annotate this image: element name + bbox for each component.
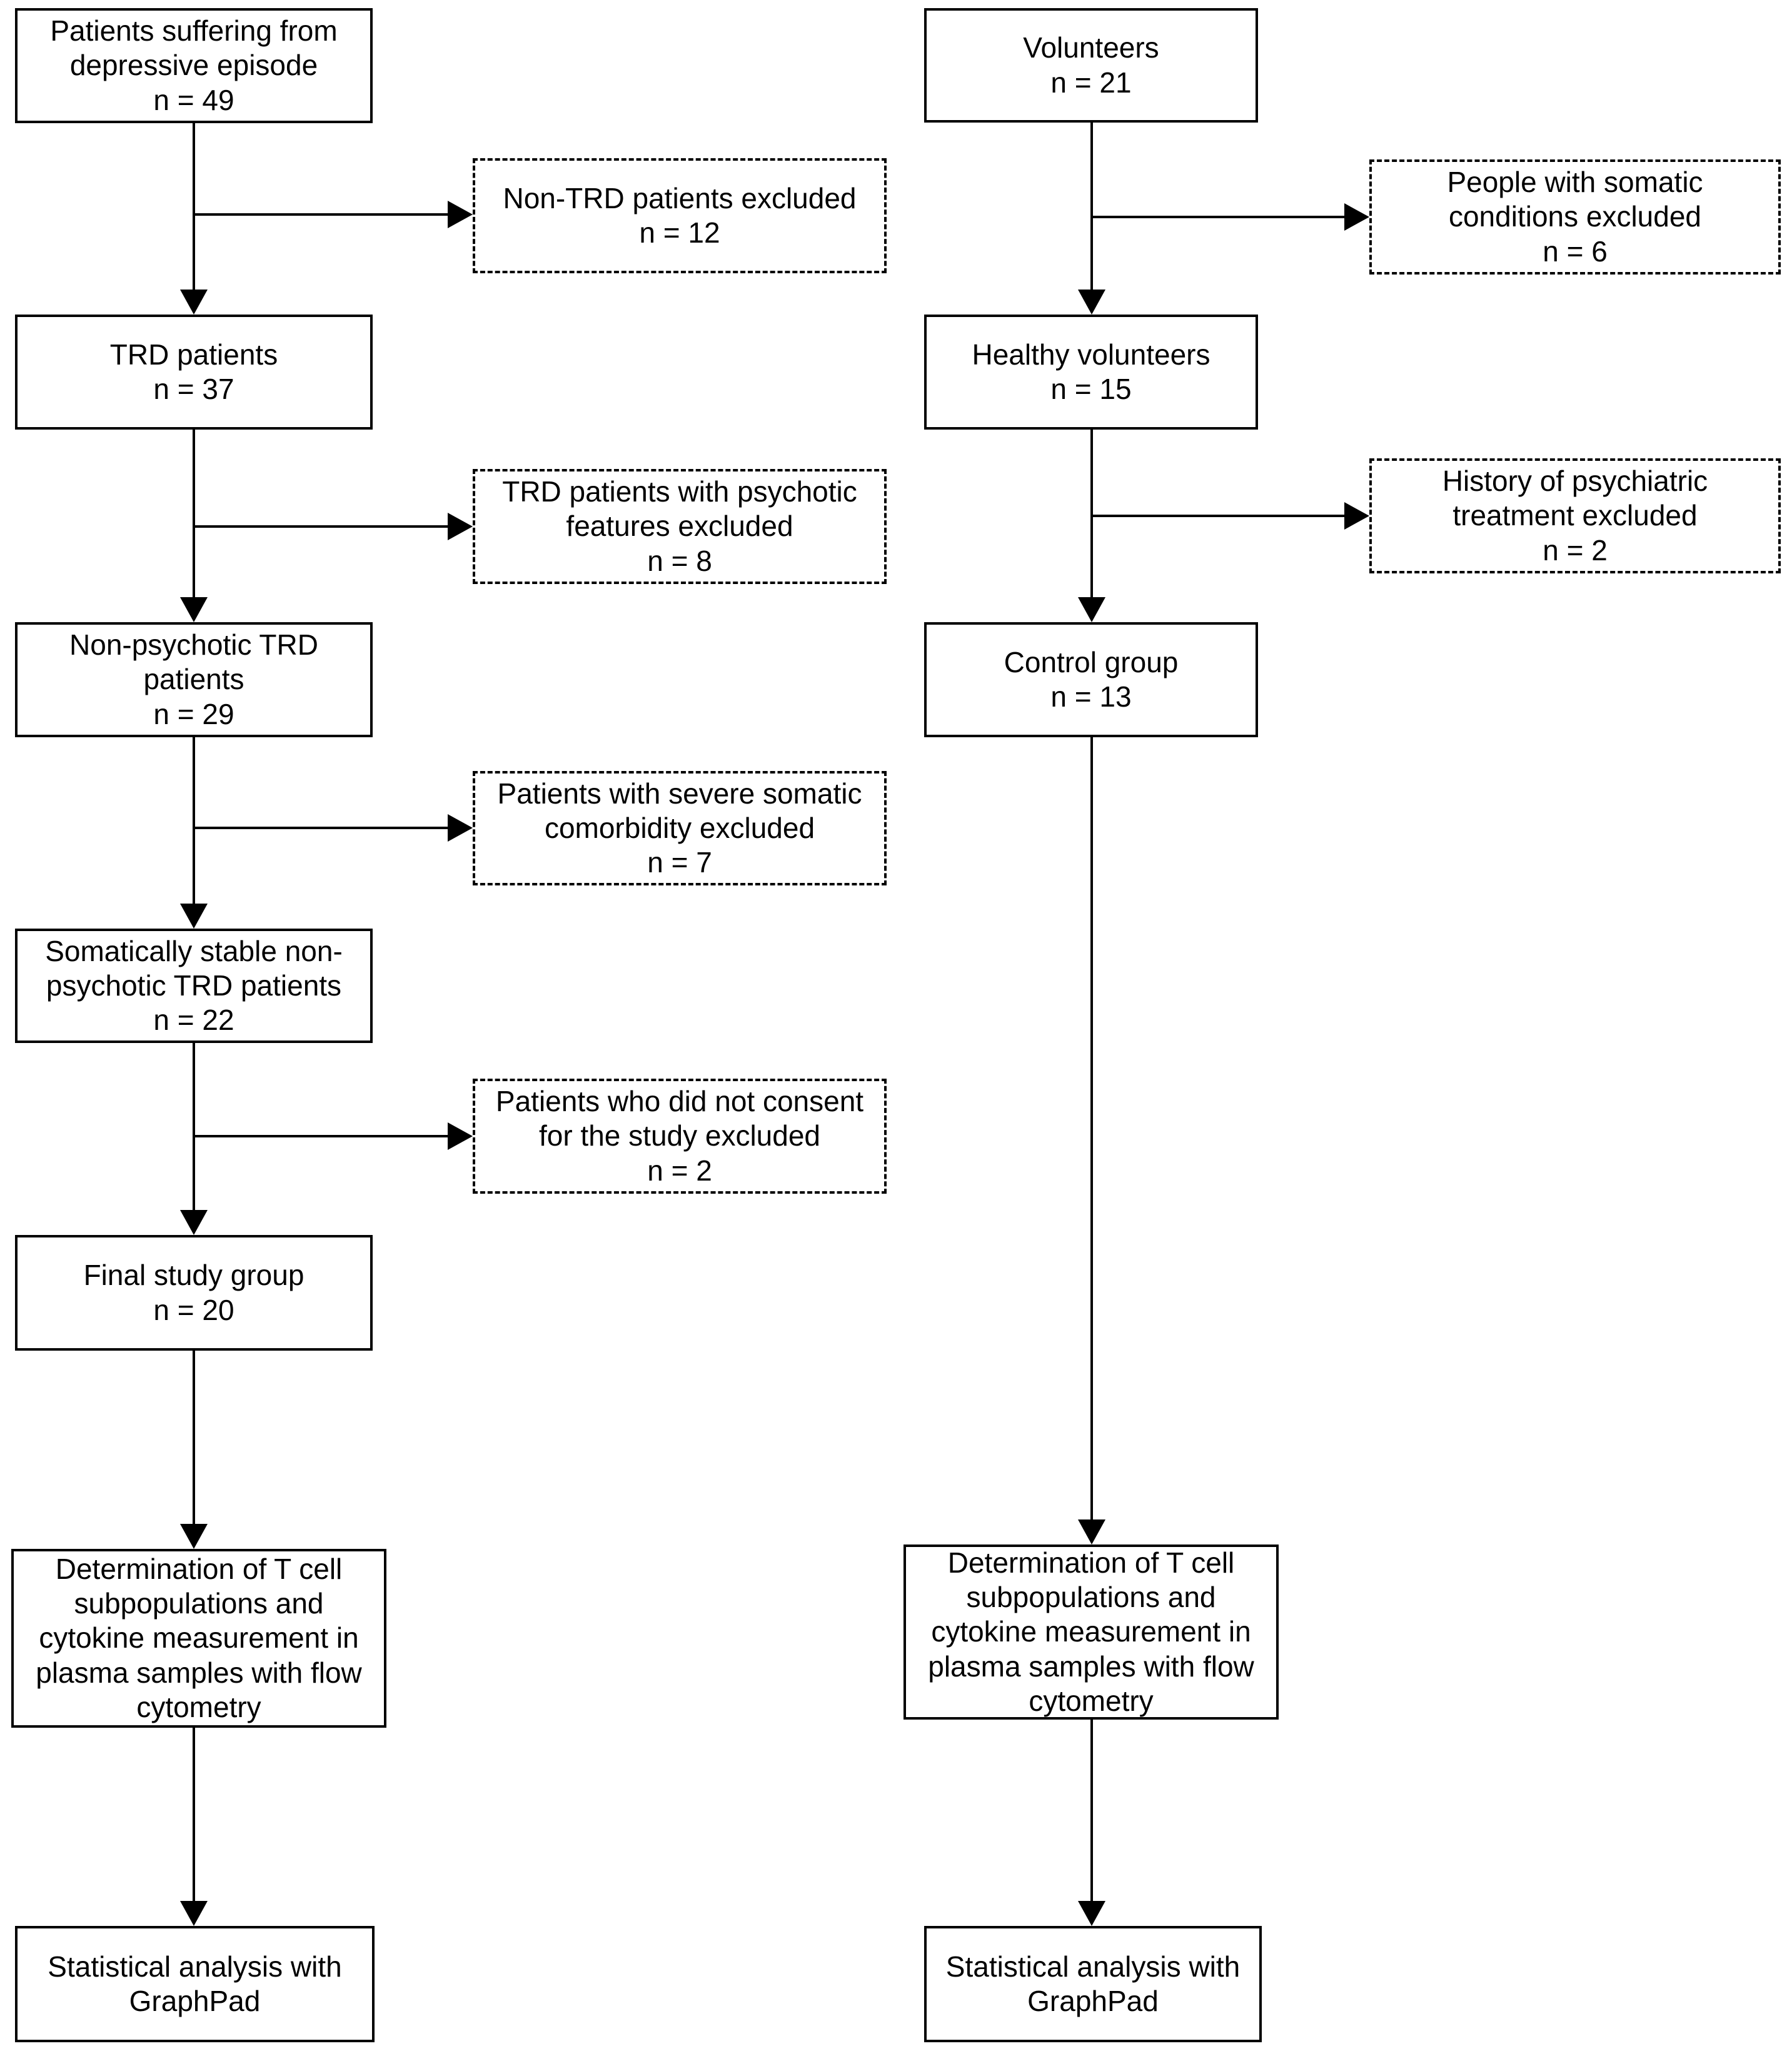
arrowhead-right-icon bbox=[448, 1122, 473, 1150]
connector-determination-to-statistics-right bbox=[1090, 1720, 1093, 1903]
arrowhead-down-icon bbox=[180, 1524, 208, 1549]
arrowhead-right-icon bbox=[448, 814, 473, 842]
arrowhead-down-icon bbox=[180, 597, 208, 622]
box-healthy-volunteers: Healthy volunteers n = 15 bbox=[924, 315, 1258, 430]
box-excluded-psychotic-label: TRD patients with psychotic features exc… bbox=[502, 475, 857, 577]
box-volunteers-label: Volunteers n = 21 bbox=[1023, 31, 1159, 99]
connector-non-psychotic-to-stable bbox=[193, 737, 195, 906]
arrowhead-down-icon bbox=[180, 904, 208, 929]
box-excluded-somatic-conditions: People with somatic conditions excluded … bbox=[1369, 159, 1781, 275]
box-determination-left: Determination of T cell subpopulations a… bbox=[11, 1549, 386, 1728]
box-excluded-somatic-conditions-label: People with somatic conditions excluded … bbox=[1447, 166, 1703, 268]
connector-stable-to-final bbox=[193, 1043, 195, 1212]
box-trd-patients: TRD patients n = 37 bbox=[15, 315, 373, 430]
arrowhead-down-icon bbox=[180, 1901, 208, 1926]
connector-final-to-determination bbox=[193, 1351, 195, 1526]
arrowhead-down-icon bbox=[180, 1210, 208, 1235]
box-excluded-no-consent-label: Patients who did not consent for the stu… bbox=[495, 1085, 864, 1187]
box-non-psychotic-trd-label: Non-psychotic TRD patients n = 29 bbox=[69, 628, 318, 730]
branch-non-trd-excluded bbox=[194, 213, 448, 216]
branch-somatic-comorbidity-excluded bbox=[194, 827, 448, 829]
box-non-psychotic-trd: Non-psychotic TRD patients n = 29 bbox=[15, 622, 373, 737]
branch-no-consent-excluded bbox=[194, 1135, 448, 1137]
arrowhead-right-icon bbox=[1344, 203, 1369, 231]
connector-control-to-determination bbox=[1090, 737, 1093, 1522]
box-excluded-psychiatric-history-label: History of psychiatric treatment exclude… bbox=[1442, 465, 1708, 567]
box-patients-initial: Patients suffering from depressive episo… bbox=[15, 8, 373, 123]
box-excluded-psychiatric-history: History of psychiatric treatment exclude… bbox=[1369, 458, 1781, 573]
connector-determination-to-statistics-left bbox=[193, 1728, 195, 1903]
box-excluded-somatic-comorbidity-label: Patients with severe somatic comorbidity… bbox=[497, 777, 862, 879]
connector-volunteers-to-healthy bbox=[1090, 123, 1093, 292]
box-statistics-right: Statistical analysis with GraphPad bbox=[924, 1926, 1262, 2042]
box-trd-patients-label: TRD patients n = 37 bbox=[109, 338, 278, 405]
box-determination-left-label: Determination of T cell subpopulations a… bbox=[36, 1553, 362, 1723]
branch-psychiatric-history-excluded bbox=[1092, 515, 1344, 517]
arrowhead-down-icon bbox=[1078, 597, 1105, 622]
connector-initial-to-trd bbox=[193, 123, 195, 292]
box-patients-initial-label: Patients suffering from depressive episo… bbox=[50, 14, 338, 116]
box-healthy-volunteers-label: Healthy volunteers n = 15 bbox=[972, 338, 1211, 405]
branch-somatic-conditions-excluded bbox=[1092, 216, 1344, 218]
arrowhead-down-icon bbox=[1078, 1901, 1105, 1926]
box-final-study-group: Final study group n = 20 bbox=[15, 1235, 373, 1351]
arrowhead-down-icon bbox=[180, 290, 208, 315]
arrowhead-right-icon bbox=[448, 201, 473, 228]
box-statistics-left-label: Statistical analysis with GraphPad bbox=[48, 1950, 342, 2017]
box-statistics-left: Statistical analysis with GraphPad bbox=[15, 1926, 375, 2042]
box-excluded-somatic-comorbidity: Patients with severe somatic comorbidity… bbox=[473, 771, 887, 885]
connector-trd-to-non-psychotic bbox=[193, 430, 195, 600]
box-excluded-non-trd-label: Non-TRD patients excluded n = 12 bbox=[503, 181, 857, 249]
branch-psychotic-excluded bbox=[194, 525, 448, 528]
box-excluded-psychotic: TRD patients with psychotic features exc… bbox=[473, 469, 887, 584]
arrowhead-right-icon bbox=[448, 513, 473, 540]
box-statistics-right-label: Statistical analysis with GraphPad bbox=[945, 1950, 1241, 2017]
box-control-group-label: Control group n = 13 bbox=[1004, 645, 1179, 713]
arrowhead-down-icon bbox=[1078, 1519, 1105, 1545]
arrowhead-right-icon bbox=[1344, 502, 1369, 530]
box-somatically-stable: Somatically stable non- psychotic TRD pa… bbox=[15, 929, 373, 1043]
box-determination-right-label: Determination of T cell subpopulations a… bbox=[928, 1546, 1254, 1717]
arrowhead-down-icon bbox=[1078, 290, 1105, 315]
box-somatically-stable-label: Somatically stable non- psychotic TRD pa… bbox=[45, 934, 343, 1037]
box-excluded-no-consent: Patients who did not consent for the stu… bbox=[473, 1079, 887, 1194]
box-volunteers: Volunteers n = 21 bbox=[924, 8, 1258, 123]
box-excluded-non-trd: Non-TRD patients excluded n = 12 bbox=[473, 158, 887, 273]
box-determination-right: Determination of T cell subpopulations a… bbox=[904, 1545, 1279, 1720]
box-control-group: Control group n = 13 bbox=[924, 622, 1258, 737]
box-final-study-group-label: Final study group n = 20 bbox=[83, 1259, 305, 1326]
